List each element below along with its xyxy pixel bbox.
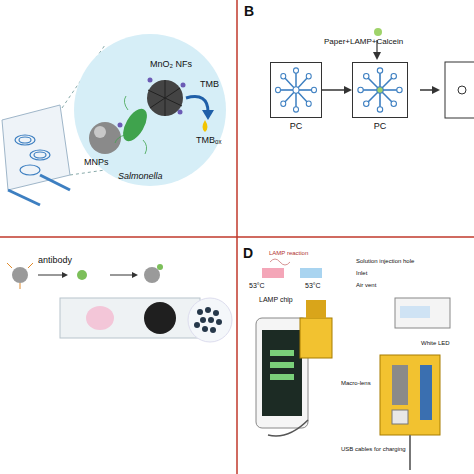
chip-label: PC	[374, 121, 387, 131]
figure-label: Paper+LAMP+Calcein	[324, 38, 403, 47]
channel-pattern	[271, 63, 321, 117]
figure-label: White LED	[420, 340, 451, 347]
figure-label: TMBₒₓ	[196, 136, 221, 146]
figure-label: antibody	[38, 256, 72, 266]
chip-label: PC	[290, 121, 303, 131]
figure-label: Solution injection hole	[355, 258, 415, 265]
figure-label: USB cables for charging	[340, 446, 407, 453]
flow-arrow	[322, 86, 352, 94]
channel-pattern	[353, 63, 407, 117]
figure-label: MnO₂ NFs	[150, 60, 192, 70]
figure-label: Air vent	[355, 282, 377, 289]
figure-label: MNPs	[84, 158, 109, 168]
figure-label: Salmonella	[118, 172, 163, 182]
figure-label: D	[243, 246, 253, 261]
figure-label: TMB	[200, 80, 219, 90]
figure-label: 53°C	[248, 282, 266, 290]
figure-label: Macro-lens	[340, 380, 372, 387]
paper-chip: PC	[270, 62, 322, 118]
figure-label: LAMP reaction	[268, 250, 309, 257]
figure-label: 53°C	[304, 282, 322, 290]
figure-label: Inlet	[355, 270, 368, 277]
figure-label: B	[244, 4, 254, 19]
figure-label: LAMP chip	[258, 296, 294, 304]
paper-chip: PC	[352, 62, 408, 118]
